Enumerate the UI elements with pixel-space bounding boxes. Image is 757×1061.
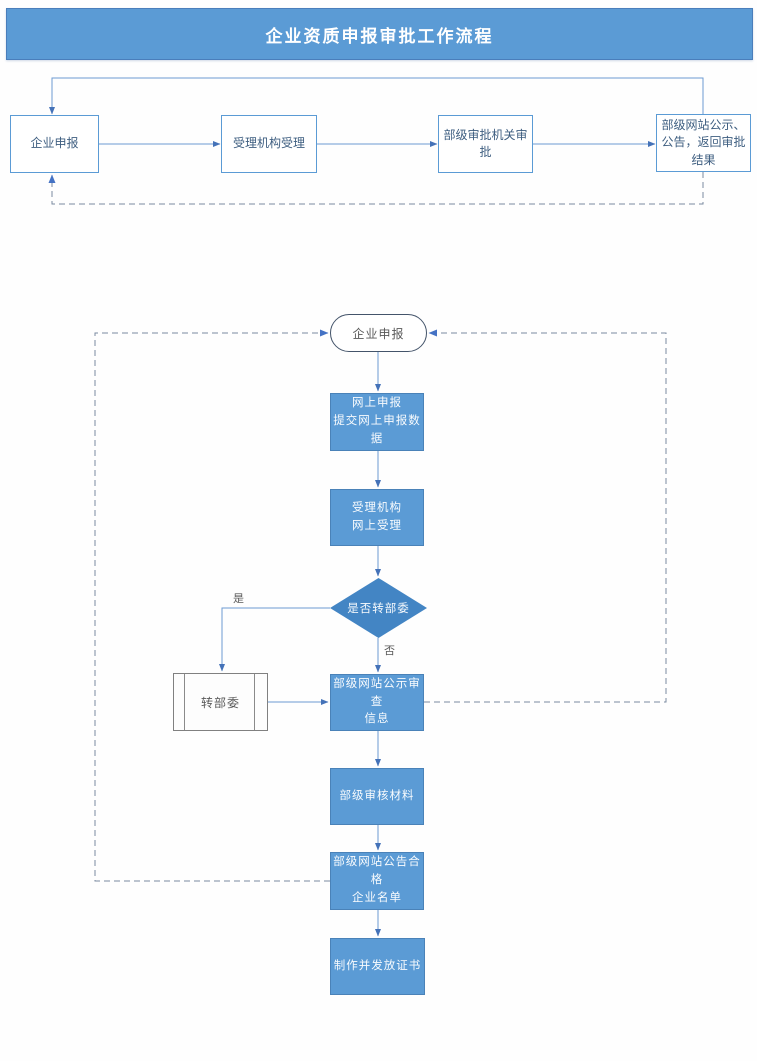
step-website-publicize-review-info: 部级网站公示审查 信息 xyxy=(330,674,424,731)
step-website-announce-qualified-list: 部级网站公告合格 企业名单 xyxy=(330,852,424,910)
connector-top-feedback-dashed xyxy=(48,172,704,205)
connector-loop-right-dashed xyxy=(424,329,667,703)
subprocess-right-bar xyxy=(254,674,255,730)
page-title-banner: 企业资质申报审批工作流程 xyxy=(6,8,753,60)
subprocess-left-bar xyxy=(184,674,185,730)
step-online-declare: 网上申报 提交网上申报数据 xyxy=(330,393,424,451)
top-flow-node-acceptance: 受理机构受理 xyxy=(221,115,317,173)
subprocess-transfer-ministry: 转部委 xyxy=(173,673,268,731)
connector-decision-yes xyxy=(219,607,330,672)
step-online-acceptance: 受理机构 网上受理 xyxy=(330,489,424,546)
decision-no-label: 否 xyxy=(384,645,395,657)
connector-top-feedback-solid xyxy=(49,77,704,115)
subprocess-label: 转部委 xyxy=(200,695,240,710)
start-node-enterprise-declare: 企业申报 xyxy=(330,314,427,352)
top-flow-node-enterprise-declare: 企业申报 xyxy=(10,115,99,173)
page-title: 企业资质申报审批工作流程 xyxy=(265,26,494,46)
step-ministry-audit-materials: 部级审核材料 xyxy=(330,768,424,825)
top-flow-node-ministry-approval: 部级审批机关审批 xyxy=(438,115,533,173)
step-make-issue-certificates: 制作并发放证书 xyxy=(330,938,425,995)
top-flow-node-website-publicity-result: 部级网站公示、公告，返回审批结果 xyxy=(656,114,751,172)
decision-yes-label: 是 xyxy=(233,593,244,605)
connector-loop-left-dashed xyxy=(94,329,330,882)
